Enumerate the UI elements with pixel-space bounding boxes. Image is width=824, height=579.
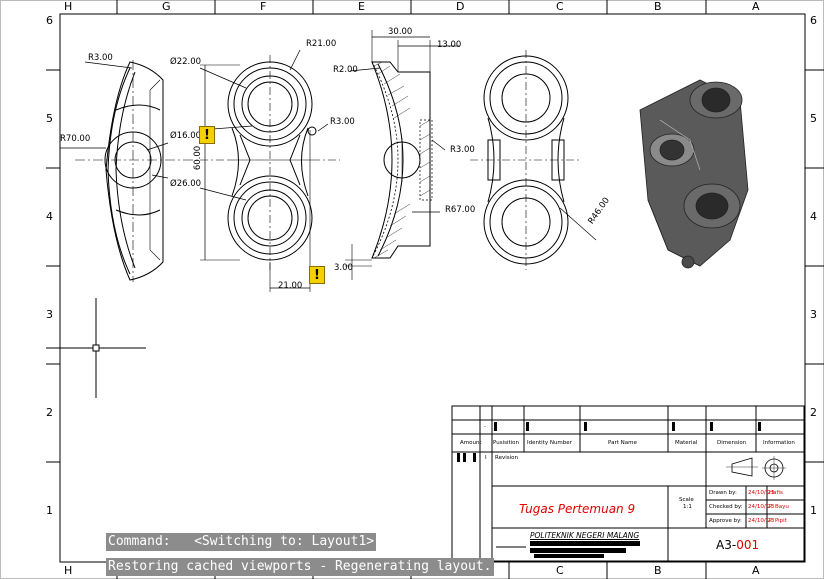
drawing-number: A3-001 <box>716 538 759 552</box>
zone-row-5-right: 5 <box>810 112 817 125</box>
zone-row-3-left: 3 <box>46 308 53 321</box>
front-view[interactable] <box>199 49 340 292</box>
tb-checked-by-name: P. Bayu <box>769 504 789 510</box>
dim-r3-top-left[interactable]: R3.00 <box>88 53 113 63</box>
zone-row-1-left: 1 <box>46 504 53 517</box>
dim-r67[interactable]: R67.00 <box>445 205 476 215</box>
crosshair-cursor <box>46 298 146 398</box>
warning-icon[interactable]: ! <box>199 126 215 144</box>
drawing-number-suffix: 001 <box>736 538 760 552</box>
drawing-number-prefix: A3- <box>716 538 737 552</box>
zone-row-4-left: 4 <box>46 210 53 223</box>
tb-header-position: Pusisition <box>493 440 520 446</box>
dim-t3[interactable]: 3.00 <box>334 263 353 273</box>
zone-row-4-right: 4 <box>810 210 817 223</box>
zone-row-2-right: 2 <box>810 406 817 419</box>
zone-col-c-bottom: C <box>556 564 564 577</box>
zone-col-c-top: C <box>556 0 564 13</box>
zone-col-g-top: G <box>162 0 171 13</box>
dim-d22[interactable]: Ø22.00 <box>170 57 202 67</box>
tb-header-identity-number: Identity Number <box>527 440 572 446</box>
command-line-prompt[interactable]: Command: <Switching to: Layout1> <box>106 533 377 551</box>
tb-header-information: Information <box>763 440 795 446</box>
tb-approve-by-name: P. Pipit <box>769 518 787 524</box>
side-view-left[interactable] <box>60 60 200 282</box>
isometric-view[interactable] <box>639 79 749 269</box>
tb-header-material: Material <box>675 440 698 446</box>
tb-drawn-by-label: Drawn by: <box>709 490 737 496</box>
zone-col-h-top: H <box>64 0 73 13</box>
dim-w13[interactable]: 13.00 <box>437 40 462 50</box>
section-hatch <box>373 61 431 259</box>
tb-revision-num: I <box>485 455 487 461</box>
tb-institution: POLITEKNIK NEGERI MALANG <box>530 531 640 540</box>
dim-d16[interactable]: Ø16.00 <box>170 131 202 141</box>
project-title: Tugas Pertemuan 9 <box>519 502 636 516</box>
dim-r2[interactable]: R2.00 <box>333 65 358 75</box>
projection-symbol-icon <box>726 456 786 480</box>
zone-col-a-bottom: A <box>752 564 760 577</box>
zone-row-6-left: 6 <box>46 14 53 27</box>
tb-dash: - <box>484 424 486 430</box>
title-block-grid <box>451 405 805 562</box>
dim-w21[interactable]: 21.00 <box>278 281 303 291</box>
title-block-marks <box>457 422 761 462</box>
tb-scale-value: 1:1 <box>683 504 692 510</box>
tb-drawn-by-date: 24/10/'23 <box>748 490 775 496</box>
redacted-text <box>530 541 640 558</box>
command-line-status: Restoring cached viewports - Regeneratin… <box>106 558 494 576</box>
dim-r21[interactable]: R21.00 <box>306 39 337 49</box>
dim-h60[interactable]: 60.00 <box>193 145 204 171</box>
tb-drawn-by-name: Hafis <box>769 490 783 496</box>
dim-d26[interactable]: Ø26.00 <box>170 179 202 189</box>
zone-col-b-bottom: B <box>654 564 662 577</box>
zone-row-3-right: 3 <box>810 308 817 321</box>
dim-w30[interactable]: 30.00 <box>388 27 413 37</box>
warning-icon[interactable]: ! <box>309 266 325 284</box>
zone-row-6-right: 6 <box>810 14 817 27</box>
tb-approve-by-date: 24/10/'23 <box>748 518 775 524</box>
tb-header-amount: Amount <box>460 440 482 446</box>
tb-header-part-name: Part Name <box>608 440 637 446</box>
zone-col-f-top: F <box>260 0 267 13</box>
dim-r3-mid[interactable]: R3.00 <box>330 117 355 127</box>
zone-col-d-top: D <box>456 0 465 13</box>
zone-col-h-bottom: H <box>64 564 73 577</box>
tb-revision: Revision <box>495 455 518 461</box>
zone-col-b-top: B <box>654 0 662 13</box>
tb-header-dimension: Dimension <box>717 440 747 446</box>
zone-col-e-top: E <box>358 0 365 13</box>
dim-r70[interactable]: R70.00 <box>60 134 91 144</box>
section-view[interactable] <box>345 30 460 280</box>
zone-row-1-right: 1 <box>810 504 817 517</box>
dim-r3-right[interactable]: R3.00 <box>450 145 475 155</box>
back-view[interactable] <box>470 50 597 270</box>
tb-approve-by-label: Approve by: <box>709 518 742 524</box>
tb-checked-by-date: 24/10/'23 <box>748 504 775 510</box>
zone-row-5-left: 5 <box>46 112 53 125</box>
tb-checked-by-label: Checked by: <box>709 504 743 510</box>
tb-scale-label: Scale <box>679 497 694 503</box>
zone-row-2-left: 2 <box>46 406 53 419</box>
zone-col-a-top: A <box>752 0 760 13</box>
